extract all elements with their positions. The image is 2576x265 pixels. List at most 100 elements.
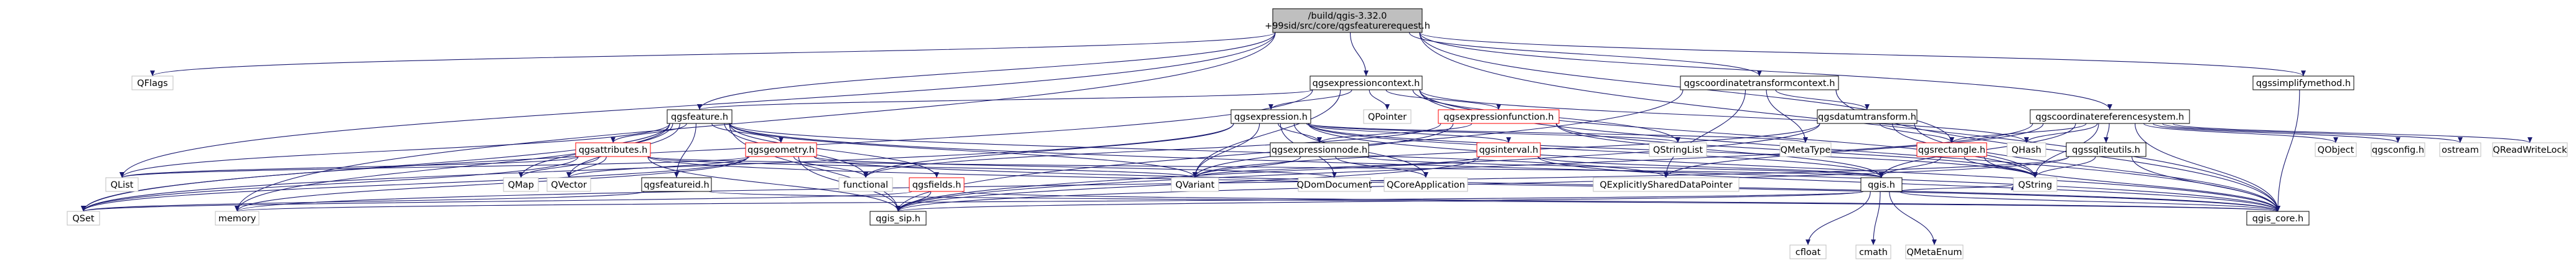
node-qvariant[interactable]: QVariant [1171, 177, 1219, 192]
node-qgscoordinatetransformcontext[interactable]: qgscoordinatetransformcontext.h [1680, 75, 1839, 90]
node-box [838, 177, 893, 192]
node-memory[interactable]: memory [215, 211, 260, 226]
include-edge [518, 156, 600, 178]
node-qgsfeature[interactable]: qgsfeature.h [667, 109, 733, 124]
node-label: qgssimplifymethod.h [2256, 79, 2351, 89]
include-edge [1408, 32, 1762, 77]
include-edge [1664, 123, 2044, 178]
include-edge [2134, 123, 2280, 212]
node-label: qgsdatumtransform.h [1818, 112, 1916, 122]
node-box [2030, 109, 2190, 124]
node-label: QStringList [1653, 145, 1703, 155]
node-label: QMap [508, 180, 534, 190]
include-edge [647, 156, 901, 212]
node-qgssimplifymethod[interactable]: qgssimplifymethod.h [2252, 75, 2354, 90]
node-qvector[interactable]: QVector [546, 177, 591, 192]
node-qmetatype[interactable]: QMetaType [1779, 142, 1832, 157]
include-edge [1419, 89, 2029, 143]
node-qstringlist[interactable]: QStringList [1649, 142, 1707, 157]
node-qmap[interactable]: QMap [503, 177, 539, 192]
node-root[interactable]: /build/qgis-3.32.0+99sid/src/core/qgsfea… [1265, 8, 1430, 33]
node-qobject[interactable]: QObject [2315, 142, 2357, 157]
node-box [546, 177, 591, 192]
node-qgsexpressionnode[interactable]: qgsexpressionnode.h [1270, 142, 1369, 157]
node-box [1270, 142, 1369, 157]
node-qgis[interactable]: qgis.h [1860, 177, 1903, 192]
node-box [2439, 142, 2481, 157]
include-edge [697, 89, 1313, 110]
include-edge [119, 123, 670, 178]
node-box [1680, 75, 1839, 90]
node-label: QSet [72, 214, 95, 224]
node-qgsrectangle[interactable]: qgsrectangle.h [1916, 142, 1987, 157]
node-qgsexpressioncontext[interactable]: qgsexpressioncontext.h [1309, 75, 1423, 90]
node-label: qgscoordinatetransformcontext.h [1684, 79, 1835, 89]
node-qgsfields[interactable]: qgsfields.h [909, 177, 965, 192]
node-label: functional [843, 180, 888, 190]
node-qdomdocument[interactable]: QDomDocument [1297, 177, 1372, 192]
node-qstring[interactable]: QString [2013, 177, 2058, 192]
node-qflags[interactable]: QFlags [131, 75, 174, 90]
node-label: qgsconfig.h [2372, 145, 2424, 155]
include-edge [1335, 156, 1428, 178]
node-qlist[interactable]: QList [105, 177, 139, 192]
node-box [745, 142, 817, 157]
include-edge [1949, 123, 2087, 143]
include-edge [1192, 156, 1480, 178]
include-edge [1308, 123, 2280, 212]
node-box [1309, 75, 1423, 90]
node-qgsconfig[interactable]: qgsconfig.h [2371, 142, 2425, 157]
include-edge [896, 123, 1820, 212]
include-edge [81, 191, 912, 212]
node-box [2492, 142, 2568, 157]
node-qgis-core[interactable]: qgis_core.h [2246, 211, 2310, 226]
node-box [1384, 177, 1468, 192]
node-qset[interactable]: QSet [67, 211, 100, 226]
node-label: cfloat [1796, 248, 1821, 258]
include-edge [711, 123, 784, 143]
node-label: qgsfeature.h [671, 112, 728, 122]
include-edge [2161, 123, 2463, 143]
include-edge [1899, 184, 2016, 192]
node-qpointer[interactable]: QPointer [1363, 109, 1412, 124]
node-functional[interactable]: functional [838, 177, 893, 192]
node-qgsexpression[interactable]: qgsexpression.h [1230, 109, 1311, 124]
node-box [869, 211, 927, 226]
node-qgsdatumtransform[interactable]: qgsdatumtransform.h [1817, 109, 1918, 124]
node-ostream[interactable]: ostream [2439, 142, 2481, 157]
node-qreadwritelock[interactable]: QReadWriteLock [2492, 142, 2568, 157]
include-edge [2143, 123, 2338, 143]
node-cmath[interactable]: cmath [1855, 244, 1891, 259]
node-box [575, 142, 651, 157]
node-label: +99sid/src/core/qgsfeaturerequest.h [1265, 21, 1430, 31]
node-qgsattributes[interactable]: qgsattributes.h [575, 142, 651, 157]
node-qcoreapplication[interactable]: QCoreApplication [1384, 177, 1468, 192]
node-qmetaenum[interactable]: QMetaEnum [1905, 244, 1964, 259]
node-qgsinterval[interactable]: qgsinterval.h [1476, 142, 1541, 157]
node-qgsexpressionfunction[interactable]: qgsexpressionfunction.h [1438, 109, 1560, 124]
include-edge [813, 156, 2280, 212]
include-edge [2152, 123, 2400, 143]
include-edge [1766, 89, 1808, 143]
node-label: QReadWriteLock [2493, 145, 2567, 155]
include-edge [1192, 156, 1301, 178]
include-edge [1871, 191, 1881, 246]
node-label: QObject [2318, 145, 2354, 155]
node-box [2252, 75, 2354, 90]
include-edge [1889, 191, 1937, 246]
node-label: ostream [2442, 145, 2479, 155]
node-qgsgeometry[interactable]: qgsgeometry.h [745, 142, 817, 157]
include-edge [708, 191, 2280, 212]
node-qgis-sip[interactable]: qgis_sip.h [869, 211, 927, 226]
node-qhash[interactable]: QHash [2007, 142, 2046, 157]
node-label: QVariant [1176, 180, 1215, 190]
node-qgssqliteutils[interactable]: qgssqliteutils.h [2066, 142, 2147, 157]
node-label: cmath [1859, 248, 1888, 258]
node-box [1363, 109, 1412, 124]
node-qgsfeatureid[interactable]: qgsfeatureid.h [641, 177, 712, 192]
node-qgscoordinatereferencesystem[interactable]: qgscoordinatereferencesystem.h [2030, 109, 2190, 124]
node-cfloat[interactable]: cfloat [1789, 244, 1827, 259]
include-edge [1899, 191, 2280, 212]
include-edge [729, 123, 2280, 212]
node-qexplicitlyshareddatapointer[interactable]: QExplicitlySharedDataPointer [1593, 177, 1740, 192]
